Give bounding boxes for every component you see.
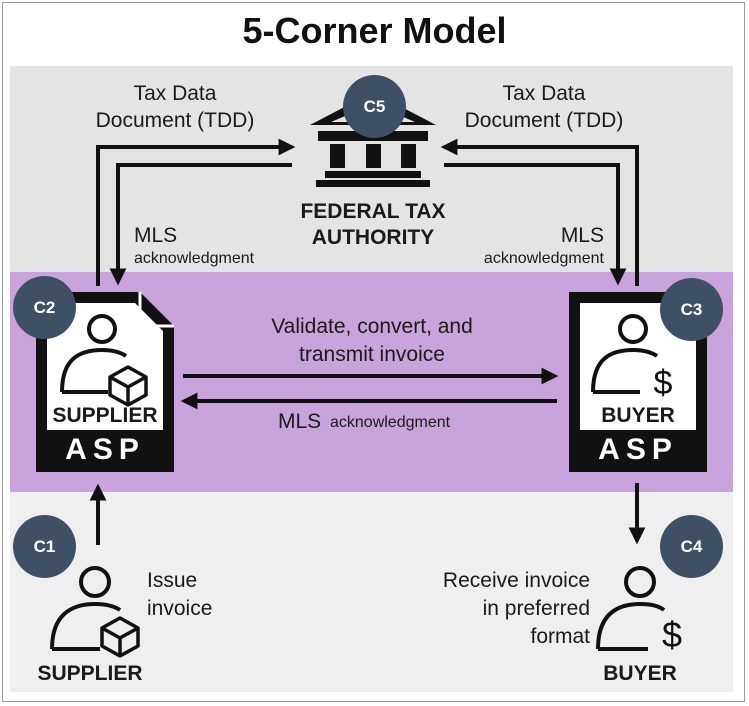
tdd-left-line2: Document (TDD) [95,109,255,132]
supplier-asp-document-icon [36,292,174,472]
corner-badge-c1: C1 [13,515,76,578]
bottom-band [10,492,733,692]
corner-badge-c2: C2 [13,276,76,339]
mls-left-main: MLS [134,224,178,247]
transmit-label-line1: Validate, convert, and [271,315,473,338]
supplier-person-icon [50,566,140,658]
diagram-title: 5-Corner Model [242,10,507,51]
corner-badge-c3: C3 [660,278,723,341]
transmit-label-line2: transmit invoice [299,343,445,366]
receive-invoice-line1: Receive invoice [442,569,590,592]
supplier-label: SUPPLIER [37,662,143,685]
buyer-asp-tag: ASP [598,433,678,466]
tdd-right-arrow [440,138,639,286]
buyer-asp-document-icon: $ [569,292,707,472]
receive-invoice-line3: format [530,625,590,648]
receive-invoice-line2: in preferred [482,597,590,620]
tdd-left-line1: Tax Data [133,82,217,105]
mls-left-sub: acknowledgment [134,250,255,267]
supplier-asp-label: SUPPLIER [52,404,158,427]
asp-ack-main: MLS [278,410,322,433]
mls-right-main: MLS [560,224,604,247]
svg-text:$: $ [654,364,673,402]
supplier-asp-tag: ASP [65,433,145,466]
issue-invoice-line1: Issue [147,569,198,592]
corner-badge-c5: C5 [343,75,406,138]
authority-label-line2: AUTHORITY [311,226,435,249]
authority-label-line1: FEDERAL TAX [300,200,446,223]
asp-ack-sub: acknowledgment [330,414,451,431]
mls-right-arrow [444,163,627,286]
tdd-right-line1: Tax Data [502,82,586,105]
buyer-person-icon: $ [596,566,682,655]
tdd-right-line2: Document (TDD) [464,109,624,132]
buyer-asp-label: BUYER [601,404,675,427]
buyer-label: BUYER [603,662,677,685]
mls-left-arrow [109,163,292,286]
mls-right-sub: acknowledgment [483,250,604,267]
corner-badge-c4: C4 [660,515,723,578]
tdd-left-arrow [96,138,296,286]
issue-invoice-line2: invoice [147,597,213,620]
svg-text:$: $ [662,614,682,655]
